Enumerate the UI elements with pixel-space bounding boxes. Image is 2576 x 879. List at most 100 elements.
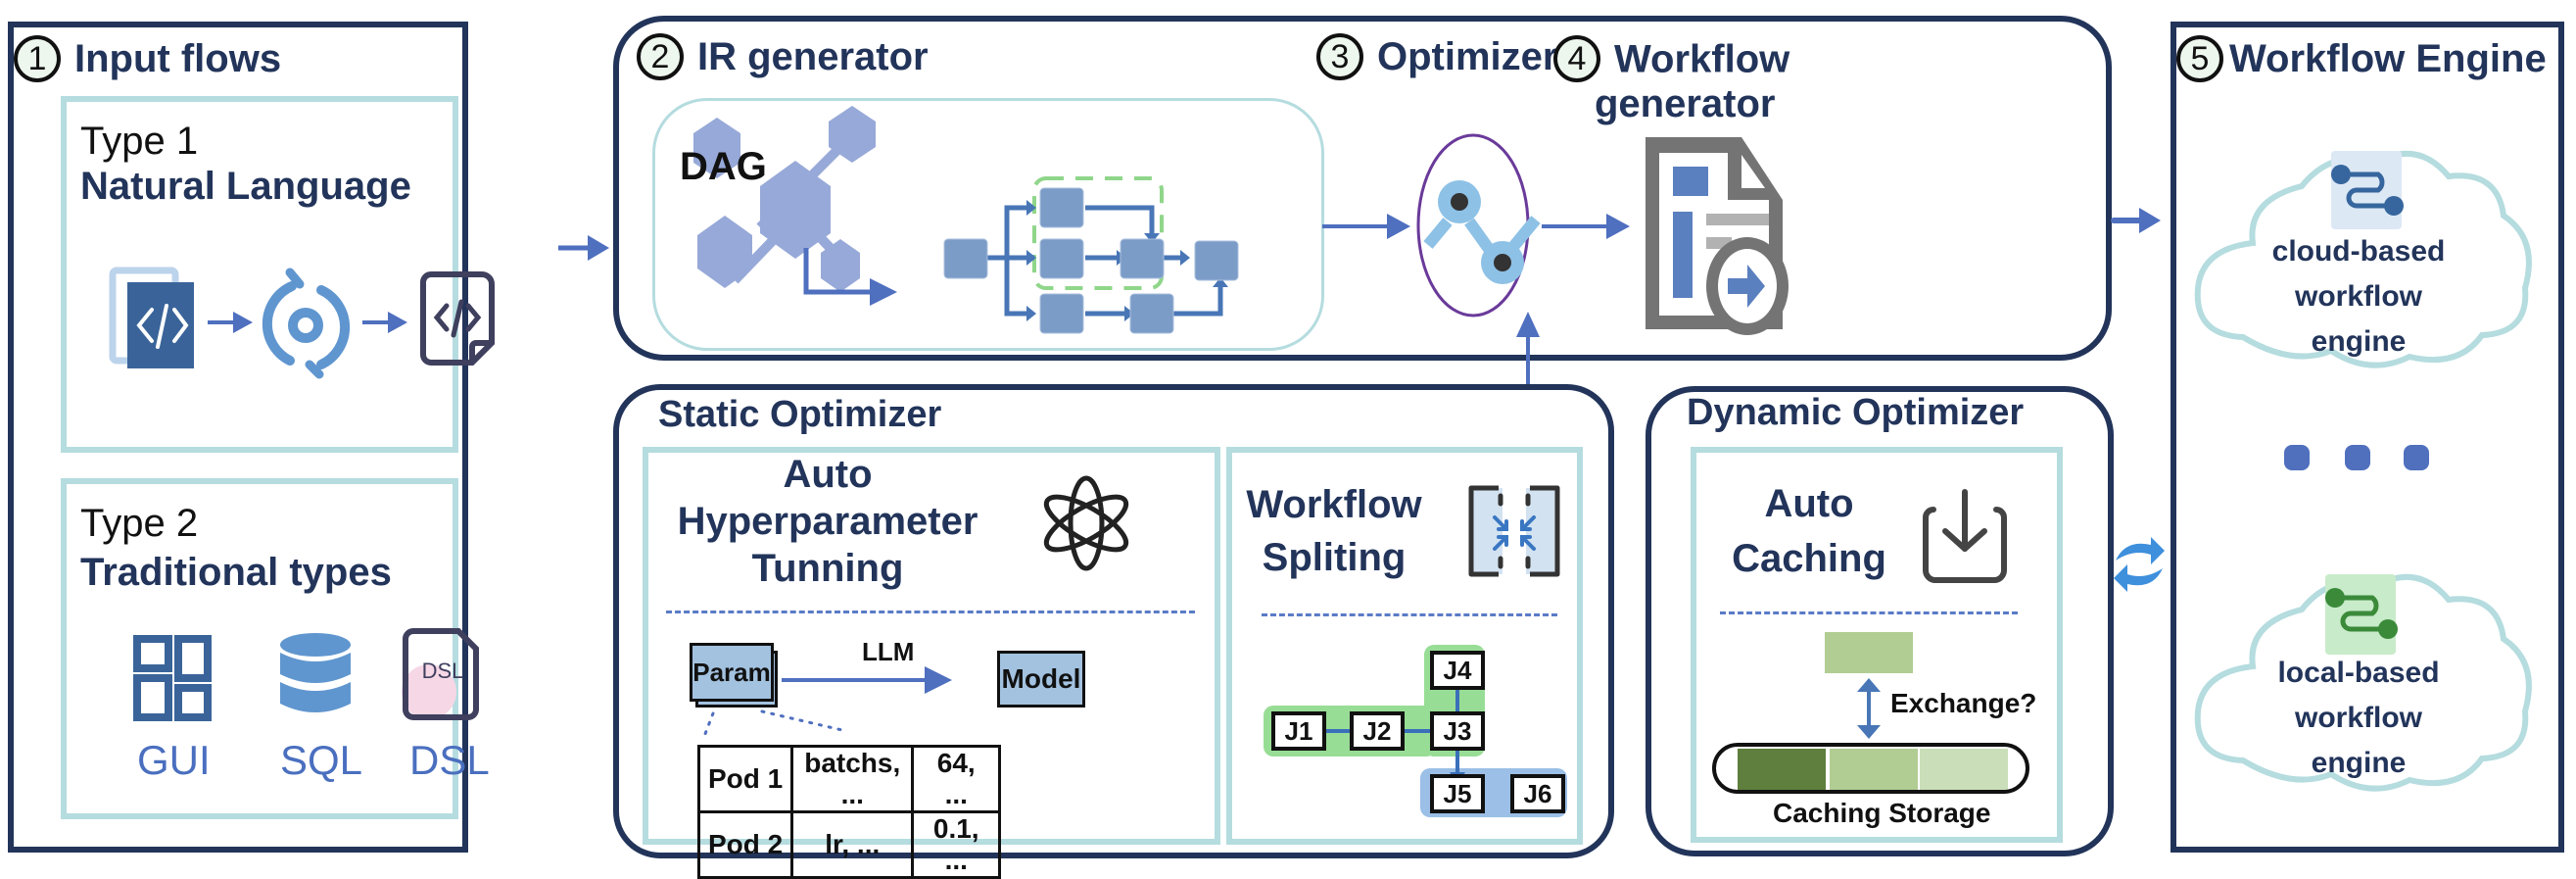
hyperparameter-title-line: Auto — [783, 453, 873, 496]
ellipsis-dots — [2284, 445, 2441, 474]
download-tray-icon — [1923, 489, 2007, 583]
table-row: Pod 1 batchs, ... 64, ... — [696, 745, 1002, 813]
type2-box — [61, 478, 458, 819]
graph-node — [1039, 293, 1084, 334]
splitting-title-line: Spliting — [1262, 536, 1407, 579]
job-node: J2 — [1350, 711, 1405, 751]
workflow-route-icon-local — [2325, 574, 2398, 655]
dsl-file-icon: DSL — [402, 628, 479, 720]
job-node: J4 — [1430, 651, 1485, 690]
graph-group-highlight — [1032, 176, 1164, 290]
storage-slot — [1830, 749, 1918, 790]
hyperparameter-title: Auto Hyperparameter Tunning — [666, 451, 989, 592]
ellipsis-dot — [2284, 445, 2310, 470]
dynamic-optimizer-title: Dynamic Optimizer — [1687, 392, 2025, 433]
divider — [666, 610, 1195, 613]
model-box: Model — [997, 651, 1085, 708]
ellipsis-dot — [2345, 445, 2370, 470]
sync-icon — [2114, 537, 2165, 592]
atom-icon — [1043, 475, 1129, 571]
arrow-to-workflow-engine — [2111, 208, 2161, 233]
caching-storage — [1712, 743, 2029, 794]
graph-node — [1039, 187, 1084, 228]
grid-icon — [133, 635, 212, 721]
local-engine-line: workflow — [2294, 702, 2422, 734]
step-number-1: 1 — [14, 35, 61, 83]
table-cell: 0.1, ... — [911, 810, 1002, 879]
dag-to-graph-arrow — [803, 248, 897, 306]
table-cell: batchs, ... — [790, 745, 915, 813]
cloud-engine-line: cloud-based — [2271, 235, 2446, 268]
split-merge-icon — [1468, 485, 1560, 577]
cache-item — [1825, 632, 1913, 673]
local-engine-line: local-based — [2277, 657, 2440, 689]
sql-label: SQL — [280, 737, 363, 783]
llm-label: LLM — [862, 637, 915, 666]
type2-label: Type 2 — [80, 502, 199, 545]
gui-label: GUI — [137, 737, 211, 783]
storage-slot — [1920, 749, 2008, 790]
step-number-4: 4 — [1553, 35, 1600, 83]
cloud-engine-line: engine — [2311, 325, 2407, 358]
cloud-engine-line: workflow — [2294, 280, 2422, 313]
step-number-2: 2 — [637, 33, 684, 81]
step-number-5: 5 — [2176, 35, 2223, 83]
optimize-graph-icon — [1423, 180, 1541, 284]
database-icon — [280, 633, 351, 712]
workflow-document-icon — [1646, 137, 1789, 335]
caching-storage-label: Caching Storage — [1773, 798, 1991, 828]
arrow-optimizer-to-workflow-gen — [1542, 214, 1630, 239]
arrow-right-icon — [208, 312, 253, 333]
graph-node — [1129, 293, 1174, 334]
divider — [1262, 613, 1557, 616]
job-node: J6 — [1510, 774, 1565, 813]
pipeline-panel — [613, 16, 2112, 361]
table-cell: Pod 2 — [696, 810, 794, 879]
type1-label: Type 1 — [80, 120, 199, 163]
storage-slot — [1738, 749, 1826, 790]
type2-name: Traditional types — [80, 551, 392, 594]
table-cell: 64, ... — [911, 745, 1002, 813]
dag-label: DAG — [680, 145, 767, 188]
arrow-right-icon — [362, 312, 407, 333]
cloud-shape — [2194, 150, 2532, 368]
workflow-graph — [943, 176, 1239, 334]
param-stack: Param — [690, 643, 780, 709]
job-node: J3 — [1430, 711, 1485, 751]
type1-box — [61, 96, 458, 453]
static-optimizer-title: Static Optimizer — [658, 394, 942, 435]
splitting-title-line: Workflow — [1246, 483, 1422, 526]
graph-node — [943, 238, 988, 279]
local-engine-line: engine — [2311, 747, 2407, 779]
llm-arrow — [782, 666, 952, 694]
exchange-label: Exchange? — [1890, 688, 2037, 718]
flow-arrow-input-to-ir — [558, 235, 609, 261]
ellipsis-dot — [2404, 445, 2429, 470]
arrow-ir-to-optimizer — [1322, 214, 1410, 239]
convert-cycle-icon — [262, 268, 351, 379]
workflow-generator-title-line2: generator — [1595, 82, 1776, 125]
dsl-label: DSL — [409, 737, 490, 783]
dag-molecule-icon — [693, 106, 876, 292]
cloud-engine-label: cloud-based workflow engine — [2212, 229, 2505, 365]
workflow-splitting-title: Workflow Spliting — [1246, 478, 1422, 584]
job-node: J1 — [1271, 711, 1326, 751]
workflow-route-icon-cloud — [2331, 151, 2404, 229]
dsl-icon-text: DSL — [422, 659, 464, 683]
caching-title-line: Auto — [1764, 482, 1854, 525]
type1-name: Natural Language — [80, 165, 411, 208]
job-node: J5 — [1430, 774, 1485, 813]
hyperparameter-title-line: Tunning — [751, 547, 904, 590]
code-document-icon — [109, 267, 194, 368]
table-cell: lr, ... — [790, 810, 915, 879]
cloud-shape — [2194, 573, 2532, 792]
step-number-3: 3 — [1316, 33, 1363, 81]
hyperparameter-title-line: Hyperparameter — [677, 500, 978, 543]
table-cell: Pod 1 — [696, 745, 794, 813]
divider — [1720, 611, 2018, 614]
